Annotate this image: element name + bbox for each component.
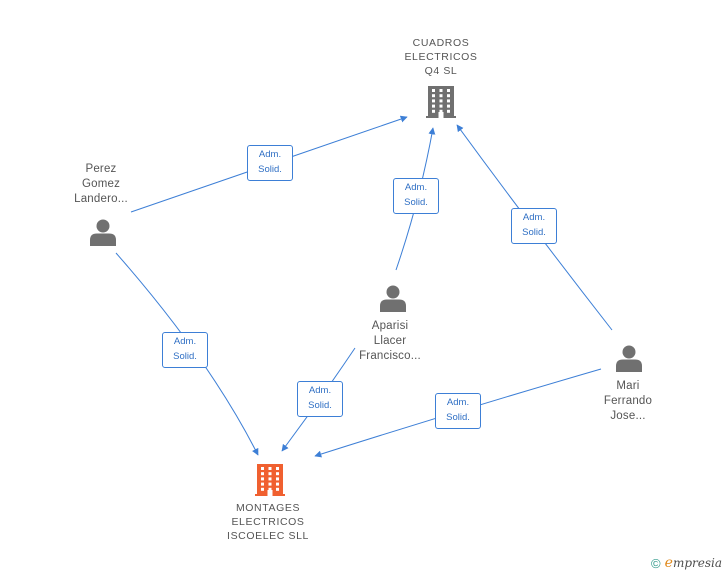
mari-label-line: Mari	[616, 380, 640, 392]
cuadros-label-line: Q4 SL	[424, 65, 458, 77]
cuadros-building-icon[interactable]	[426, 84, 456, 123]
role-badge-line: Adm.	[258, 149, 282, 160]
mari-label-line: Jose...	[610, 410, 646, 422]
role-badge-line: Adm.	[404, 182, 428, 193]
role-badge-line: Adm.	[446, 397, 470, 408]
role-badge-line: Adm.	[173, 336, 197, 347]
role-badge-line: Solid.	[173, 351, 197, 362]
montages-building-icon[interactable]	[255, 462, 285, 501]
mari-label-line: Ferrando	[603, 395, 653, 407]
perez-label-line: Gomez	[81, 178, 121, 190]
montages-label-line: ELECTRICOS	[231, 516, 305, 528]
role-badge-line: Solid.	[522, 227, 546, 238]
montages-label-line: ISCOELEC SLL	[227, 530, 309, 542]
role-badge-line: Adm.	[308, 385, 332, 396]
mari-person-icon[interactable]	[615, 344, 643, 377]
role-badge-line: Solid.	[308, 400, 332, 411]
role-badge-line: Solid.	[446, 412, 470, 423]
aparisi-label-line: Llacer	[373, 335, 407, 347]
brand-logo: © empresia	[651, 555, 722, 571]
copyright-icon: ©	[651, 555, 661, 571]
aparisi-label-line: Francisco...	[359, 350, 421, 362]
perez-label-line: Landero...	[74, 193, 128, 205]
role-badge-line: Solid.	[404, 197, 428, 208]
role-badge-perez-montages[interactable]: Adm. Solid.	[162, 332, 208, 368]
montages-label[interactable]: MONTAGES ELECTRICOS ISCOELEC SLL	[208, 501, 328, 543]
cuadros-label-line: ELECTRICOS	[404, 51, 478, 63]
montages-label-line: MONTAGES	[235, 502, 301, 514]
role-badge-mari-cuadros[interactable]: Adm. Solid.	[511, 208, 557, 244]
role-badge-aparisi-montages[interactable]: Adm. Solid.	[297, 381, 343, 417]
perez-label-line: Perez	[85, 163, 117, 175]
role-badge-perez-cuadros[interactable]: Adm. Solid.	[247, 145, 293, 181]
aparisi-label-line: Aparisi	[371, 320, 409, 332]
cuadros-label[interactable]: CUADROS ELECTRICOS Q4 SL	[386, 36, 496, 78]
role-badge-aparisi-cuadros[interactable]: Adm. Solid.	[393, 178, 439, 214]
cuadros-label-line: CUADROS	[412, 37, 470, 49]
role-badge-line: Adm.	[522, 212, 546, 223]
role-badge-line: Solid.	[258, 164, 282, 175]
perez-person-icon[interactable]	[89, 218, 117, 251]
brand-wordmark: empresia	[664, 555, 722, 571]
aparisi-person-icon[interactable]	[379, 284, 407, 317]
role-badge-mari-montages[interactable]: Adm. Solid.	[435, 393, 481, 429]
